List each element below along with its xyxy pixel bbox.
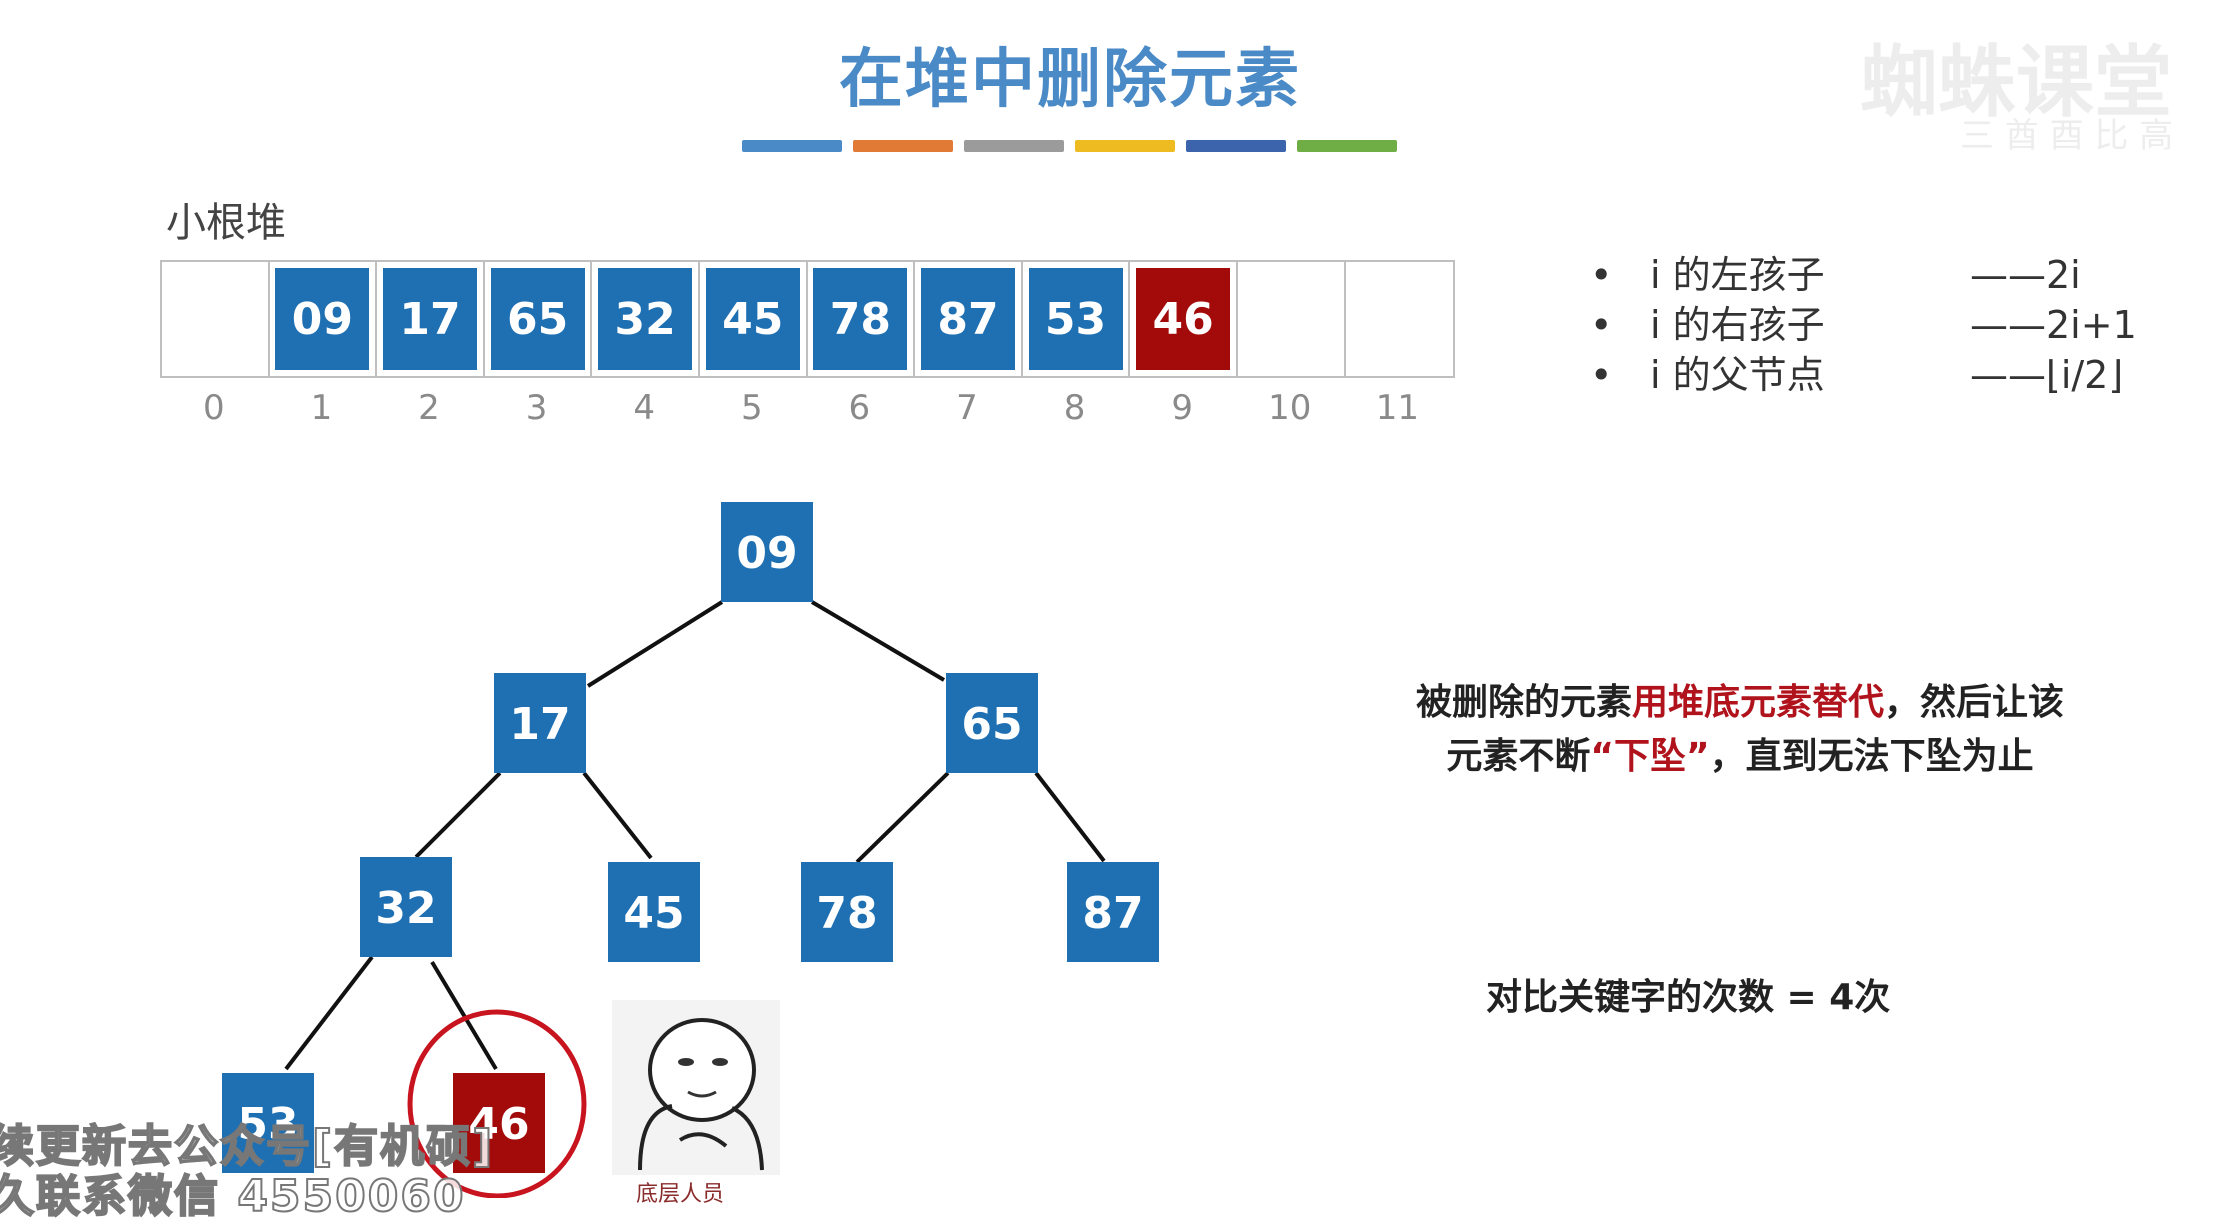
bullet-icon: • <box>1590 253 1613 297</box>
array-cell: 45 <box>700 262 808 376</box>
rule-formula: ——2i+1 <box>1970 303 2137 347</box>
tree-node: 65 <box>946 673 1038 773</box>
tree-edge <box>1034 771 1106 863</box>
rule-text: i 的右孩子 <box>1650 303 1825 347</box>
delete-explanation: 被删除的元素用堆底元素替代，然后让该 元素不断“下坠”，直到无法下坠为止 <box>1360 676 2120 784</box>
array-value: 09 <box>275 268 370 370</box>
array-value: 45 <box>705 268 800 370</box>
array-index: 4 <box>633 388 655 428</box>
array-cell: 09 <box>270 262 378 376</box>
array-index-row: 0 1 2 3 4 5 6 7 8 9 10 11 <box>160 388 1451 428</box>
tree-edge <box>430 960 498 1071</box>
array-index: 8 <box>1063 388 1086 428</box>
rule-text: i 的父节点 <box>1650 353 1825 397</box>
heap-label: 小根堆 <box>166 200 286 246</box>
svg-text:09: 09 <box>736 528 797 579</box>
svg-text:78: 78 <box>816 888 877 939</box>
svg-text:45: 45 <box>623 888 684 939</box>
color-bar-segment <box>964 140 1064 152</box>
color-bar-segment <box>742 140 842 152</box>
array-index: 9 <box>1171 388 1193 428</box>
tree-edge <box>414 771 502 859</box>
tree-node: 09 <box>721 502 813 602</box>
array-index: 7 <box>956 388 978 428</box>
color-bar-segment <box>1297 140 1397 152</box>
highlight-circle <box>407 1009 587 1198</box>
rule-parent: • i 的父节点 ——⌊i/2⌋ <box>1590 350 2137 400</box>
tree-node: 17 <box>494 673 586 773</box>
array-cell: 87 <box>915 262 1023 376</box>
tree-node: 87 <box>1067 862 1159 962</box>
heap-tree-diagram: 09 17 65 32 45 78 87 53 46 <box>222 502 1159 1198</box>
meme-face-icon <box>612 1000 780 1175</box>
tree-edge <box>586 600 724 688</box>
svg-text:53: 53 <box>237 1099 298 1150</box>
tree-node: 45 <box>608 862 700 962</box>
bullet-icon: • <box>1590 353 1613 397</box>
color-bar-segment <box>853 140 953 152</box>
array-value: 53 <box>1028 268 1123 370</box>
bullet-icon: • <box>1590 303 1613 347</box>
array-value: 46 <box>1136 268 1231 370</box>
color-bar-segment <box>1075 140 1175 152</box>
svg-text:17: 17 <box>509 699 570 750</box>
array-index: 5 <box>740 388 763 428</box>
rule-formula: ——⌊i/2⌋ <box>1970 353 2124 397</box>
rule-left-child: • i 的左孩子 ——2i <box>1590 250 2137 300</box>
note-text: ，然后让该 <box>1884 682 2065 723</box>
watermark-line-2: 久联系微信 4550060 <box>0 1170 466 1223</box>
svg-text:65: 65 <box>961 699 1022 750</box>
array-value: 78 <box>813 268 908 370</box>
svg-text:46: 46 <box>468 1099 529 1150</box>
note-highlight: 用堆底元素替代 <box>1631 682 1884 723</box>
tree-node: 53 <box>222 1073 314 1173</box>
array-cell <box>1238 262 1346 376</box>
tree-node: 46 <box>453 1073 545 1173</box>
rule-formula: ——2i <box>1970 253 2081 297</box>
array-index: 0 <box>202 388 225 428</box>
array-cell: 17 <box>377 262 485 376</box>
logo-watermark: 蜘蛛课堂 <box>1860 38 2173 128</box>
array-cell <box>1346 262 1454 376</box>
note-text: ，直到无法下坠为止 <box>1709 736 2034 777</box>
rule-right-child: • i 的右孩子 ——2i+1 <box>1590 300 2137 350</box>
tree-node: 78 <box>801 862 893 962</box>
array-index: 1 <box>310 388 333 428</box>
array-value: 65 <box>490 268 585 370</box>
index-rules: • i 的左孩子 ——2i • i 的右孩子 ——2i+1 • i 的父节点 —… <box>1590 250 2137 400</box>
tree-edge <box>284 955 374 1071</box>
note-text: 被删除的元素 <box>1415 682 1632 723</box>
array-cell: 46 <box>1130 262 1238 376</box>
comparison-count: 对比关键字的次数 = 4次 <box>1486 977 1891 1018</box>
array-value: 32 <box>598 268 693 370</box>
slide-title: 在堆中删除元素 <box>839 43 1301 117</box>
array-value: 17 <box>382 268 477 370</box>
array-index: 10 <box>1268 388 1312 428</box>
tree-edge <box>810 600 946 682</box>
svg-text:32: 32 <box>375 883 436 934</box>
array-index: 6 <box>848 388 871 428</box>
meme-caption: 底层人员 <box>636 1182 725 1207</box>
tree-edge <box>582 771 653 860</box>
note-text: 元素不断 <box>1446 736 1591 777</box>
array-cell: 65 <box>485 262 593 376</box>
rule-text: i 的左孩子 <box>1650 253 1825 297</box>
color-bar-segment <box>1186 140 1286 152</box>
watermark-line-1: 续更新去公众号[有机硕] <box>0 1120 495 1173</box>
array-cell <box>162 262 270 376</box>
note-highlight: “下坠” <box>1590 736 1710 777</box>
tree-node: 32 <box>360 857 452 957</box>
array-cell: 32 <box>592 262 700 376</box>
array-index: 2 <box>418 388 440 428</box>
svg-text:87: 87 <box>1082 888 1143 939</box>
array-index: 11 <box>1375 388 1419 428</box>
array-index: 3 <box>525 388 548 428</box>
array-value: 87 <box>920 268 1015 370</box>
tree-edge <box>855 771 950 864</box>
array-cell: 53 <box>1023 262 1131 376</box>
logo-watermark-subtitle: 三 酋 酉 比 高 <box>1960 116 2174 156</box>
array-cell: 78 <box>808 262 916 376</box>
